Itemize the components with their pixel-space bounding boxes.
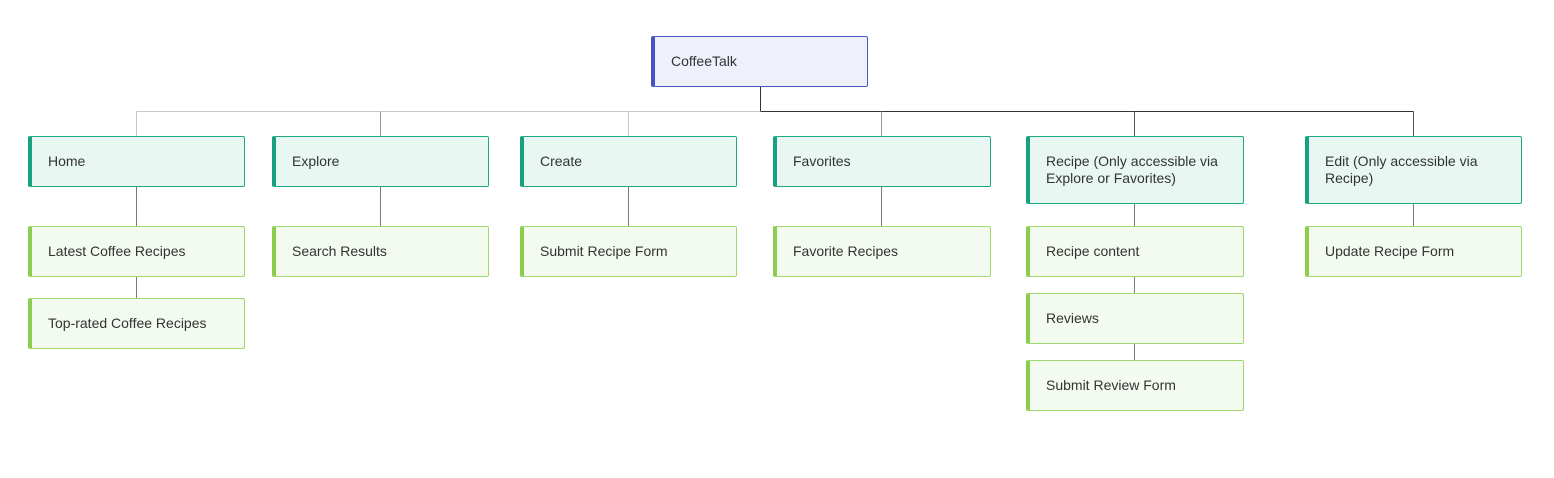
section-node-label: Edit (Only accessible via Recipe) [1325,153,1478,186]
section-node-label: Explore [292,153,340,169]
page-node-label: Submit Recipe Form [540,243,668,259]
section-node-favorites[interactable]: Favorites [773,136,991,187]
page-node-recipe-content[interactable]: Recipe content [1026,226,1244,277]
page-node-top-rated-coffee-recipes[interactable]: Top-rated Coffee Recipes [28,298,245,349]
page-node-label: Update Recipe Form [1325,243,1455,259]
section-node-explore[interactable]: Explore [272,136,489,187]
page-node-latest-coffee-recipes[interactable]: Latest Coffee Recipes [28,226,245,277]
section-node-recipe[interactable]: Recipe (Only accessible via Explore or F… [1026,136,1244,204]
section-node-home[interactable]: Home [28,136,245,187]
root-node[interactable]: CoffeeTalk [651,36,868,87]
page-node-submit-review-form[interactable]: Submit Review Form [1026,360,1244,411]
page-node-label: Latest Coffee Recipes [48,243,186,259]
root-node-label: CoffeeTalk [671,53,737,69]
page-node-label: Search Results [292,243,387,259]
section-node-label: Recipe (Only accessible via Explore or F… [1046,153,1218,186]
page-node-favorite-recipes[interactable]: Favorite Recipes [773,226,991,277]
page-node-label: Favorite Recipes [793,243,899,259]
page-node-reviews[interactable]: Reviews [1026,293,1244,344]
section-node-edit[interactable]: Edit (Only accessible via Recipe) [1305,136,1522,204]
page-node-label: Submit Review Form [1046,377,1176,393]
section-node-label: Home [48,153,86,169]
page-node-label: Recipe content [1046,243,1140,259]
page-node-submit-recipe-form[interactable]: Submit Recipe Form [520,226,737,277]
section-node-label: Favorites [793,153,851,169]
section-node-label: Create [540,153,583,169]
page-node-label: Reviews [1046,310,1099,326]
page-node-label: Top-rated Coffee Recipes [48,315,207,331]
section-node-create[interactable]: Create [520,136,737,187]
page-node-search-results[interactable]: Search Results [272,226,489,277]
page-node-update-recipe-form[interactable]: Update Recipe Form [1305,226,1522,277]
